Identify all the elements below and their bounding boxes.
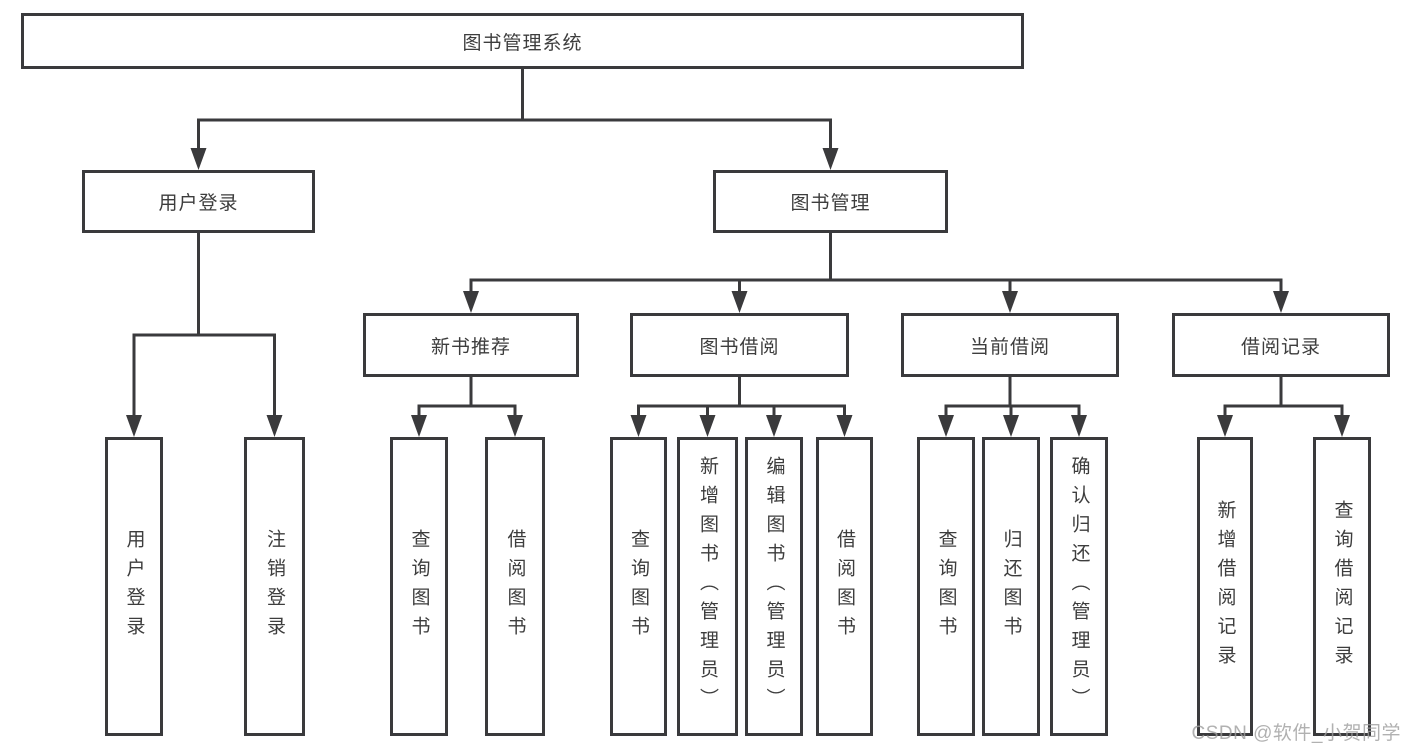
node-label: 查询借阅记录 <box>1331 499 1353 674</box>
node-new-books: 新书推荐 <box>363 313 579 377</box>
node-cb-confirm: 确认归还（管理员） <box>1050 437 1108 736</box>
node-cb-return: 归还图书 <box>982 437 1040 736</box>
node-bw-add: 新增图书（管理员） <box>677 437 738 736</box>
node-bw-borrow: 借阅图书 <box>816 437 873 736</box>
arrow-down-icon <box>822 148 839 170</box>
node-label: 查询图书 <box>408 528 430 645</box>
arrow-down-icon <box>126 415 142 437</box>
arrow-down-icon <box>836 415 853 437</box>
arrow-down-icon <box>463 291 479 313</box>
arrow-down-icon <box>266 415 283 437</box>
node-label: 新增借阅记录 <box>1214 499 1236 674</box>
node-label: 借阅图书 <box>504 528 526 645</box>
node-current: 当前借阅 <box>901 313 1119 377</box>
node-label: 当前借阅 <box>969 336 1050 358</box>
node-records: 借阅记录 <box>1172 313 1390 377</box>
node-label: 归还图书 <box>1000 528 1022 645</box>
node-bw-query: 查询图书 <box>610 437 667 736</box>
node-label: 注销登录 <box>264 528 285 645</box>
arrow-down-icon <box>731 291 748 313</box>
node-label: 新书推荐 <box>430 336 511 358</box>
node-label: 查询图书 <box>935 528 957 645</box>
arrow-down-icon <box>411 415 427 437</box>
node-label: 图书借阅 <box>699 336 780 358</box>
node-nb-borrow: 借阅图书 <box>485 437 545 736</box>
node-rec-query: 查询借阅记录 <box>1313 437 1371 736</box>
arrow-down-icon <box>938 415 954 437</box>
csdn-watermark: CSDN @软件_小贺同学 <box>1191 723 1401 744</box>
node-rec-add: 新增借阅记录 <box>1197 437 1253 736</box>
node-label: 借阅记录 <box>1240 336 1321 358</box>
node-label: 编辑图书（管理员） <box>763 456 785 717</box>
node-bw-edit: 编辑图书（管理员） <box>745 437 803 736</box>
node-book-mgmt: 图书管理 <box>713 170 948 233</box>
node-user-login: 用户登录 <box>82 170 315 233</box>
arrow-down-icon <box>1002 291 1018 313</box>
arrow-down-icon <box>190 148 207 170</box>
node-label: 新增图书（管理员） <box>697 456 718 717</box>
node-cb-query: 查询图书 <box>917 437 975 736</box>
node-system: 图书管理系统 <box>21 13 1024 69</box>
node-nb-query: 查询图书 <box>390 437 448 736</box>
node-borrowing: 图书借阅 <box>630 313 849 377</box>
arrow-down-icon <box>1273 291 1289 313</box>
arrow-down-icon <box>507 415 523 437</box>
node-label: 用户登录 <box>158 193 239 214</box>
node-label: 图书管理 <box>790 193 871 214</box>
arrow-down-icon <box>699 415 716 437</box>
arrow-down-icon <box>630 415 647 437</box>
arrow-down-icon <box>1217 415 1233 437</box>
node-label: 图书管理系统 <box>462 32 583 54</box>
arrow-down-icon <box>1334 415 1350 437</box>
arrow-down-icon <box>766 415 782 437</box>
node-label: 用户登录 <box>123 528 145 645</box>
node-label: 借阅图书 <box>834 528 855 645</box>
node-login: 用户登录 <box>105 437 163 736</box>
node-logout: 注销登录 <box>244 437 305 736</box>
node-label: 确认归还（管理员） <box>1068 456 1090 717</box>
arrow-down-icon <box>1071 415 1087 437</box>
arrow-down-icon <box>1003 415 1019 437</box>
node-label: 查询图书 <box>628 528 649 645</box>
